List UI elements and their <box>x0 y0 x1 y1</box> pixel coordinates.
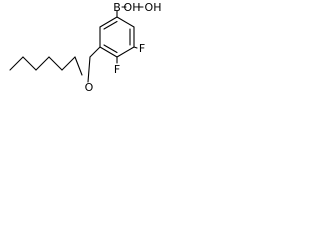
bond-ring-fluorine-1 <box>133 46 138 49</box>
chain-bond <box>74 56 83 76</box>
chain-bond <box>9 56 24 71</box>
bond-oxygen-chain <box>87 56 91 83</box>
atom-label-hydroxyl-2: OH <box>145 1 162 14</box>
atom-label-boron: B <box>113 1 121 14</box>
chain-bond <box>22 56 37 71</box>
benzene-ring <box>99 16 135 58</box>
bond-ring-oxygen <box>89 46 101 58</box>
chain-bond <box>61 56 76 71</box>
ring-double-bond <box>103 20 118 30</box>
ring-bond <box>116 46 135 58</box>
atom-label-fluorine-1: F <box>139 42 145 55</box>
atom-label-ether-oxygen: O <box>85 81 94 94</box>
ring-bond <box>99 46 118 58</box>
ring-bond <box>116 16 135 28</box>
hexyl-chain <box>9 56 83 76</box>
chain-bond <box>35 56 50 71</box>
ring-double-bond <box>103 44 118 54</box>
chain-bond <box>48 56 63 71</box>
chemical-structure-diagram: B OH OH F F O <box>9 1 162 94</box>
atom-label-fluorine-2: F <box>114 63 120 76</box>
atom-label-hydroxyl-1: OH <box>124 1 141 14</box>
ring-bond <box>99 16 118 28</box>
